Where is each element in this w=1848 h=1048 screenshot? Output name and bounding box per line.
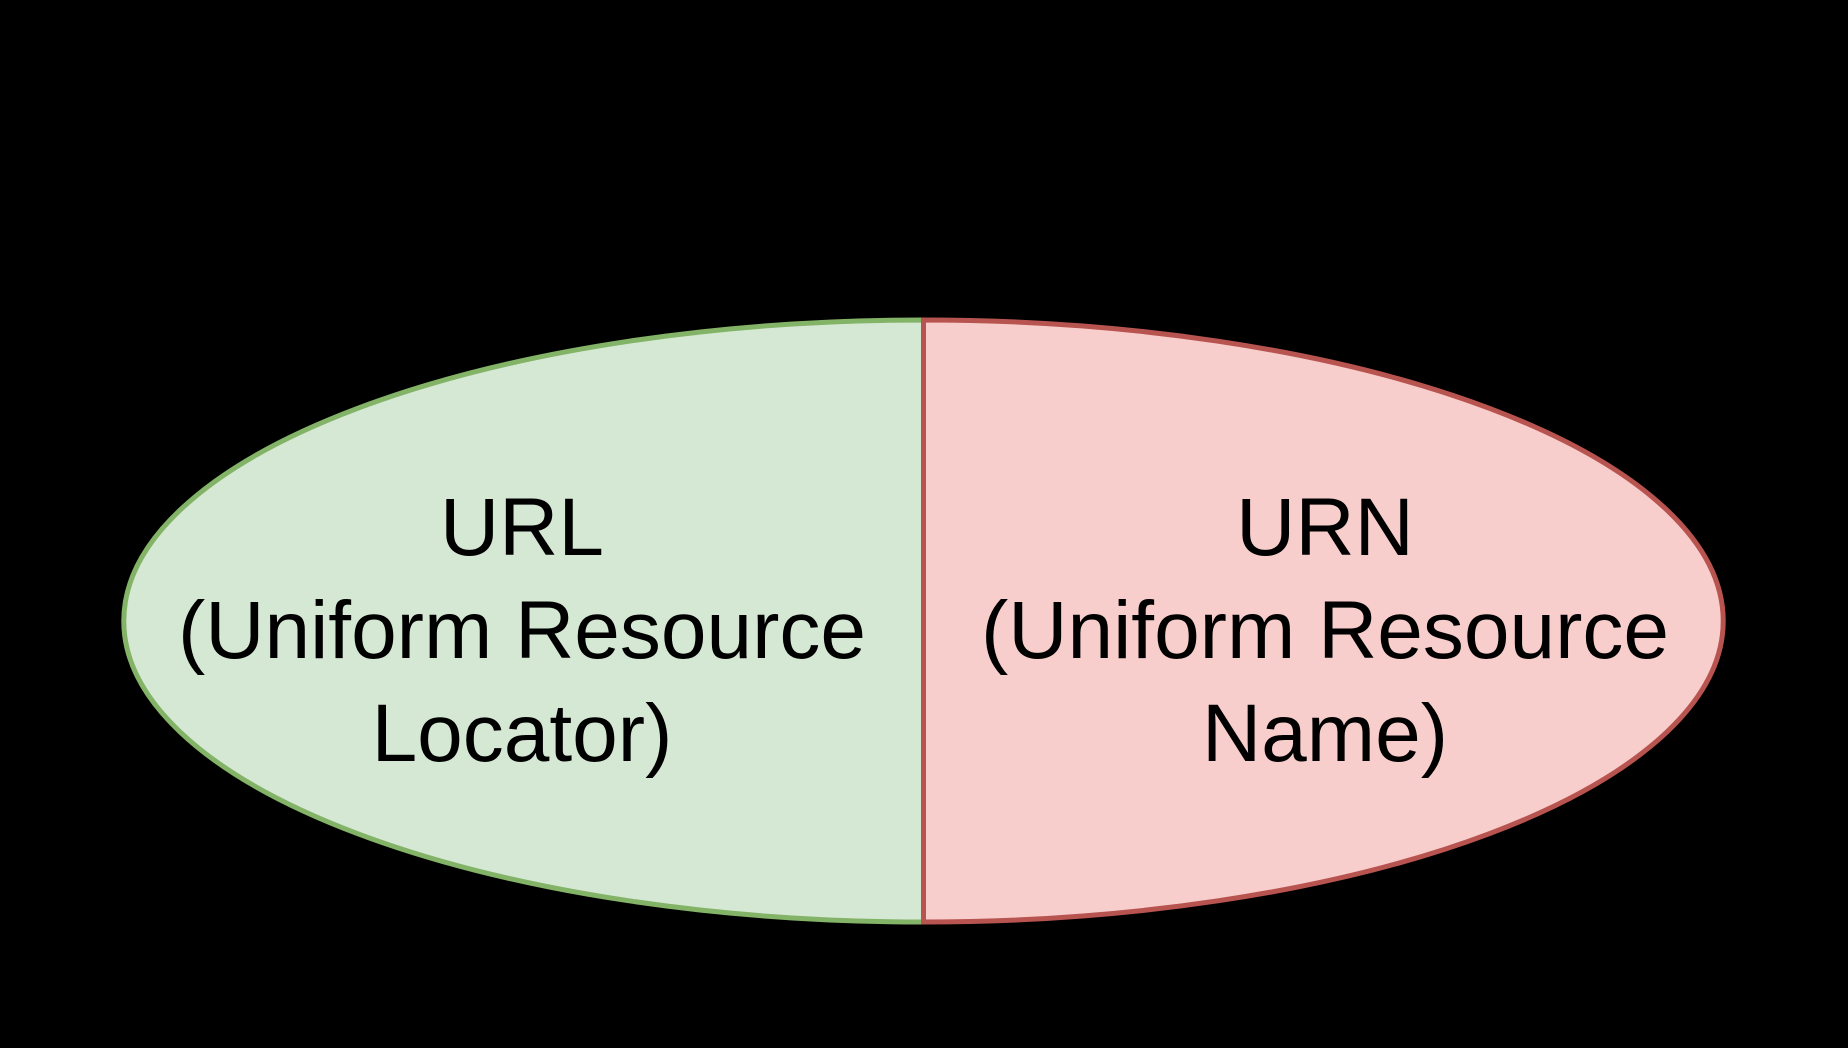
url-half-shape (121, 317, 926, 925)
urn-half-shape (921, 317, 1726, 925)
